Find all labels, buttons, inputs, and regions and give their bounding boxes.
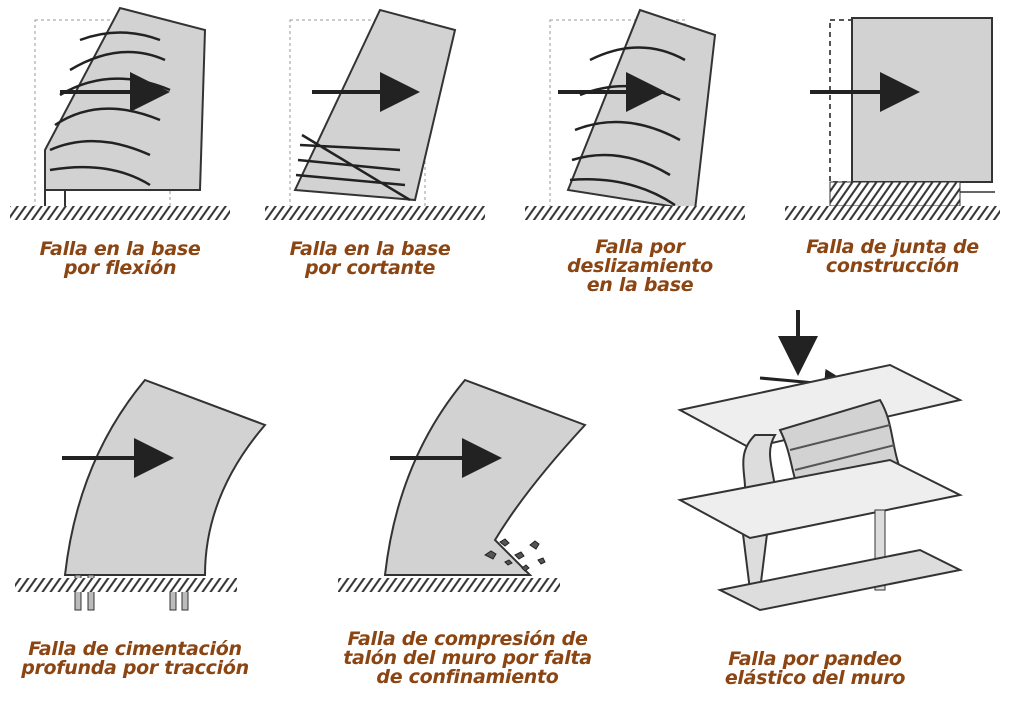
panel-cortante: Falla en la base por cortante	[250, 0, 495, 278]
wall-deslizamiento-illustration	[525, 8, 745, 220]
panel-junta: Falla de junta de construcción	[770, 0, 1010, 276]
caption-junta: Falla de junta de construcción	[806, 236, 979, 277]
wall-cortante-illustration	[265, 8, 485, 220]
wall-flexion-illustration	[10, 6, 230, 220]
caption-cimentacion: Falla de cimentación profunda por tracci…	[21, 638, 249, 679]
panel-flexion: Falla en la base por flexión	[0, 0, 240, 278]
wall-compresion-illustration	[338, 378, 587, 592]
caption-flexion: Falla en la base por flexión	[39, 238, 201, 279]
caption-compresion: Falla de compresión de talón del muro po…	[343, 628, 592, 688]
wall-pandeo-illustration	[677, 310, 964, 612]
panel-pandeo: Falla por pandeo elástico del muro	[660, 300, 1000, 688]
caption-pandeo: Falla por pandeo elástico del muro	[724, 648, 906, 689]
caption-cortante: Falla en la base por cortante	[289, 238, 451, 279]
wall-cimentacion-illustration	[15, 378, 267, 611]
panel-deslizamiento: Falla por deslizamiento en la base	[510, 0, 755, 295]
wall-junta-illustration	[785, 17, 1000, 220]
panel-cimentacion: Falla de cimentación profunda por tracci…	[0, 330, 270, 678]
panel-compresion: Falla de compresión de talón del muro po…	[320, 330, 610, 687]
caption-deslizamiento: Falla por deslizamiento en la base	[567, 236, 713, 296]
